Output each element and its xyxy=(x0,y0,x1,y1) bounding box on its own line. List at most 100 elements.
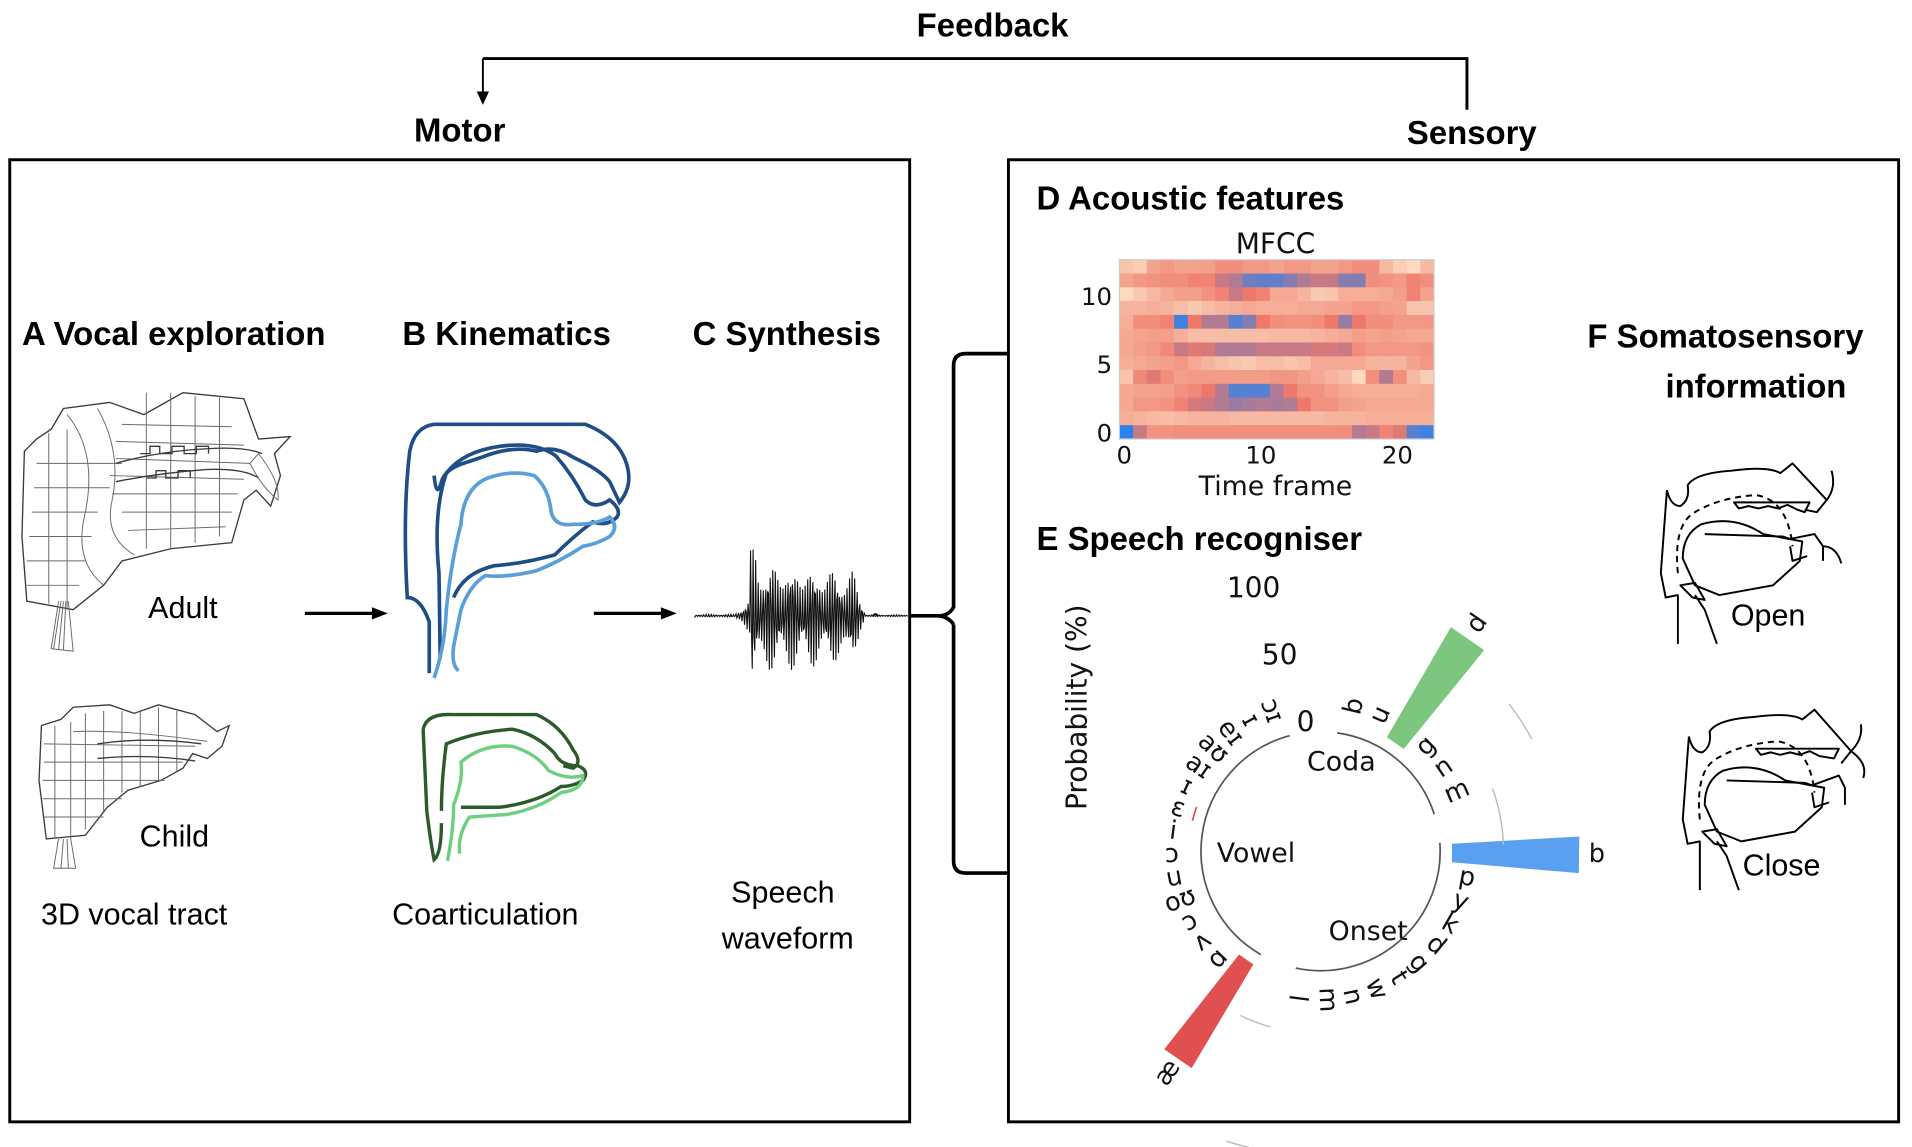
mfcc-cell xyxy=(1406,259,1421,274)
mfcc-cell xyxy=(1160,301,1175,316)
mfcc-cell xyxy=(1406,411,1421,426)
polar-bar-vowel xyxy=(1164,954,1254,1069)
mfcc-cell xyxy=(1379,383,1394,398)
bracket-connector xyxy=(909,351,1009,875)
mfcc-cell xyxy=(1201,411,1216,426)
mfcc-cell xyxy=(1310,273,1325,288)
mfcc-cell xyxy=(1310,328,1325,343)
mfcc-cell xyxy=(1228,425,1243,440)
mfcc-cell xyxy=(1324,411,1339,426)
mfcc-cell xyxy=(1256,259,1271,274)
mfcc-cell xyxy=(1215,301,1230,316)
mfcc-cell xyxy=(1174,287,1189,302)
mfcc-cell xyxy=(1420,287,1435,302)
sensory-label: Sensory xyxy=(1407,114,1538,151)
mfcc-cell xyxy=(1338,287,1353,302)
mfcc-cell xyxy=(1365,356,1380,371)
mfcc-cell xyxy=(1187,411,1202,426)
mfcc-cell xyxy=(1406,314,1421,330)
mfcc-cell xyxy=(1379,328,1394,343)
polar-bar-coda xyxy=(1386,627,1485,750)
mfcc-xtick-0: 0 xyxy=(1117,440,1133,469)
mfcc-cell xyxy=(1297,370,1312,385)
mfcc-cell xyxy=(1392,370,1408,385)
mfcc-cell xyxy=(1338,397,1353,412)
mfcc-cell xyxy=(1310,356,1325,371)
mfcc-xtick-10: 10 xyxy=(1245,440,1276,469)
mfcc-cell xyxy=(1310,287,1325,302)
mfcc-cell xyxy=(1201,370,1216,385)
mfcc-cell xyxy=(1297,259,1312,274)
mfcc-cell xyxy=(1310,301,1325,316)
mfcc-cell xyxy=(1351,383,1366,398)
mfcc-cell xyxy=(1283,273,1298,288)
mfcc-cell xyxy=(1392,287,1408,302)
panel-f-title-line2: information xyxy=(1665,368,1846,405)
panel-e-title: E Speech recogniser xyxy=(1036,520,1362,557)
category-label: i xyxy=(1168,815,1179,846)
mfcc-cell xyxy=(1379,287,1394,302)
mfcc-cell xyxy=(1392,342,1408,357)
mfcc-cell xyxy=(1310,342,1325,357)
mfcc-cell xyxy=(1146,425,1161,440)
mfcc-cell xyxy=(1228,301,1243,316)
mfcc-cell xyxy=(1365,370,1380,385)
mfcc-cell xyxy=(1351,425,1366,440)
mfcc-cell xyxy=(1119,370,1134,385)
mfcc-cell xyxy=(1187,273,1202,288)
mfcc-cell xyxy=(1297,356,1312,371)
mfcc-cell xyxy=(1242,397,1257,412)
mfcc-cell xyxy=(1283,301,1298,316)
mfcc-cell xyxy=(1269,287,1284,302)
motor-panel xyxy=(8,158,912,1124)
mfcc-cell xyxy=(1420,383,1435,398)
arrow-b-to-c-head xyxy=(660,607,677,620)
open-mouth-diagram xyxy=(1659,462,1843,645)
grid-arc xyxy=(1226,1140,1251,1147)
mfcc-cell xyxy=(1160,383,1175,398)
mfcc-cell xyxy=(1269,397,1284,412)
mfcc-cell xyxy=(1420,342,1435,357)
grid-arc xyxy=(1508,703,1533,740)
mfcc-cell xyxy=(1351,342,1366,357)
mfcc-cell xyxy=(1133,397,1148,412)
mfcc-cell xyxy=(1406,397,1421,412)
mfcc-cell xyxy=(1133,273,1148,288)
mfcc-cell xyxy=(1228,287,1243,302)
mfcc-cell xyxy=(1160,370,1175,385)
group-arc-coda xyxy=(1337,732,1436,815)
mfcc-cell xyxy=(1215,314,1230,330)
mfcc-cell xyxy=(1392,259,1408,274)
feedback-connector xyxy=(482,57,1469,110)
category-label: ɔ xyxy=(1164,839,1179,869)
mfcc-cell xyxy=(1228,314,1243,330)
panel-f-title-line1: F Somatosensory xyxy=(1587,318,1864,355)
mfcc-cell xyxy=(1297,411,1312,426)
mfcc-cell xyxy=(1338,301,1353,316)
mfcc-cell xyxy=(1174,370,1189,385)
mfcc-cell xyxy=(1297,383,1312,398)
mfcc-cell xyxy=(1174,411,1189,426)
mfcc-cell xyxy=(1338,411,1353,426)
mfcc-cell xyxy=(1160,273,1175,288)
mfcc-cell xyxy=(1324,287,1339,302)
mfcc-cell xyxy=(1146,301,1161,316)
mfcc-cell xyxy=(1228,383,1243,398)
mfcc-plot-frame xyxy=(1118,259,1435,440)
mfcc-cell xyxy=(1338,314,1353,330)
mfcc-cell xyxy=(1269,356,1284,371)
mfcc-cell xyxy=(1146,397,1161,412)
mfcc-cell xyxy=(1392,356,1408,371)
mfcc-cell xyxy=(1310,314,1325,330)
mfcc-xtick-20: 20 xyxy=(1382,440,1413,469)
mfcc-title: MFCC xyxy=(1236,228,1315,261)
mfcc-cell xyxy=(1365,328,1380,343)
mfcc-cell xyxy=(1365,342,1380,357)
mfcc-cell xyxy=(1310,383,1325,398)
mfcc-cell xyxy=(1187,370,1202,385)
child-label: Child xyxy=(140,819,209,853)
adult-kinematics-outline xyxy=(403,422,631,679)
mfcc-cell xyxy=(1406,425,1421,440)
mfcc-cell xyxy=(1283,287,1298,302)
